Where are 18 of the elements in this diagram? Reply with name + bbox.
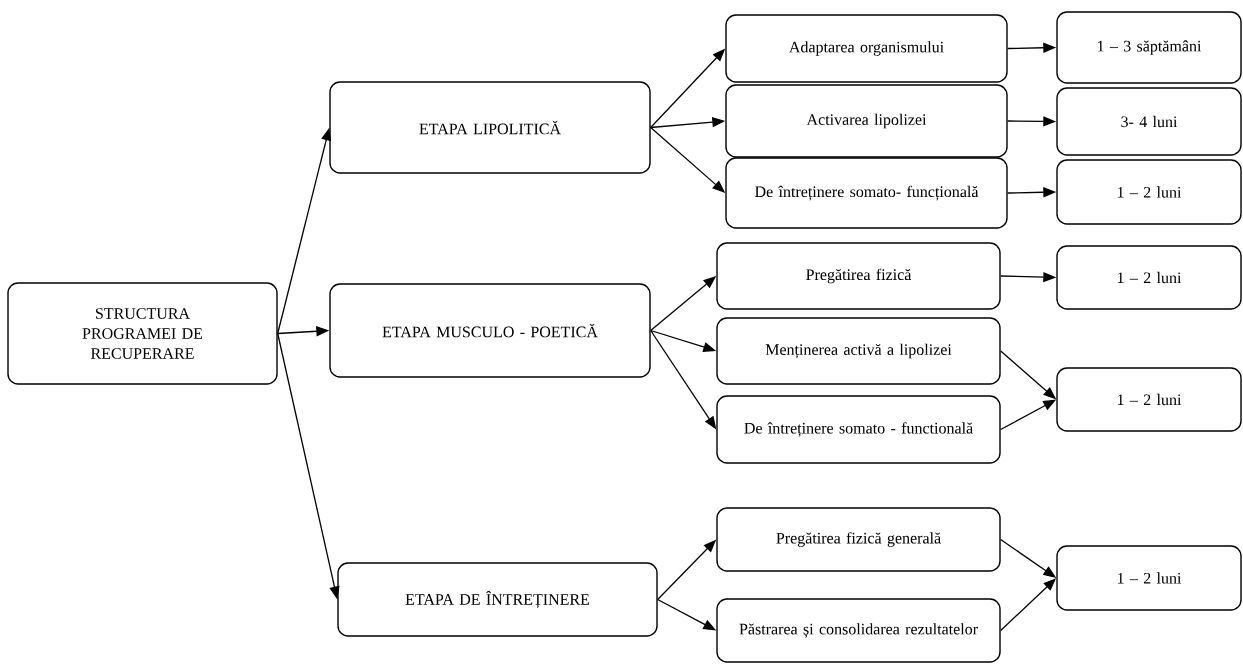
process-box: Păstrarea și consolidarea rezultatelor: [716, 598, 1001, 663]
process-box: ETAPA MUSCULO - POETICĂ: [329, 283, 651, 378]
process-box: Pregătirea fizică generală: [716, 507, 1001, 572]
process-box: 1 – 2 luni: [1056, 159, 1242, 225]
process-box: ETAPA DE ÎNTREȚINERE: [337, 562, 658, 637]
process-box: Adaptarea organismului: [725, 14, 1008, 83]
process-box: De întreținere somato- funcțională: [725, 157, 1008, 229]
process-box: Menținerea activă a lipolizei: [716, 317, 1001, 385]
process-box: 3- 4 luni: [1056, 87, 1242, 156]
process-box: 1 – 3 săptămâni: [1056, 11, 1242, 84]
process-box: Pregătirea fizică: [716, 242, 1001, 310]
process-box: 1 – 2 luni: [1056, 545, 1242, 611]
process-box: De întreținere somato - functională: [716, 395, 1001, 464]
process-box: 1 – 2 luni: [1056, 367, 1242, 432]
process-box: STRUCTURA PROGRAMEI DE RECUPERARE: [7, 282, 278, 385]
process-box: ETAPA LIPOLITICĂ: [329, 81, 651, 174]
process-box: Activarea lipolizei: [725, 84, 1008, 158]
process-box: 1 – 2 luni: [1056, 245, 1242, 310]
